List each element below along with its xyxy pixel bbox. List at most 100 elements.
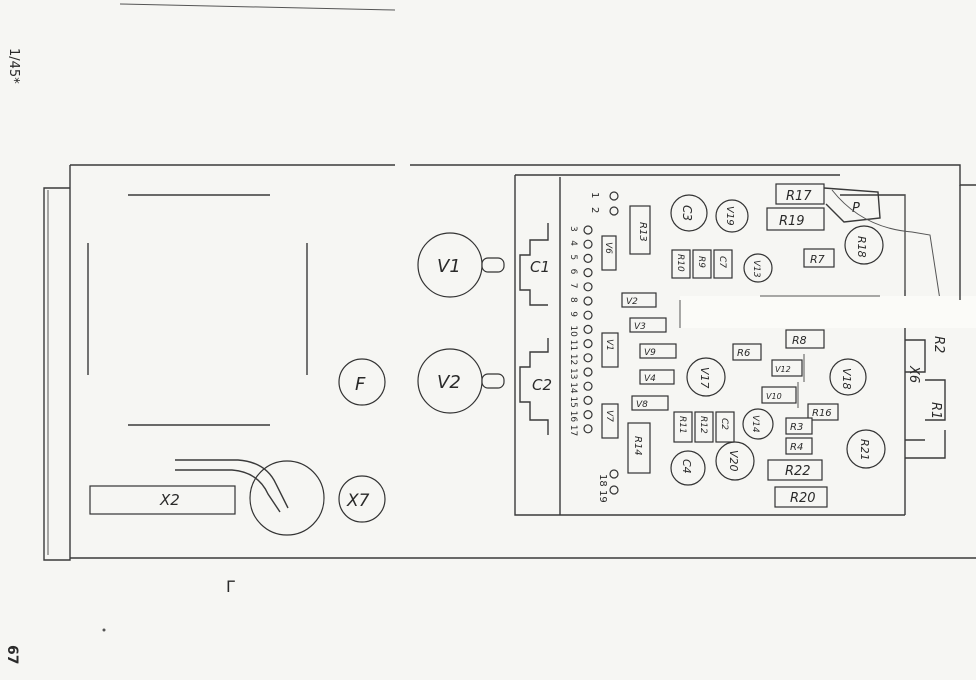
resistor-r8: R8 bbox=[785, 329, 825, 349]
pin-17 bbox=[583, 424, 593, 434]
diode-v12: V12 bbox=[771, 354, 805, 382]
resistor-r17: R17 bbox=[775, 183, 825, 205]
pin-16 bbox=[583, 410, 593, 420]
transistor-v18 bbox=[829, 358, 867, 396]
transistor-v13 bbox=[743, 253, 773, 283]
svg-text:R13: R13 bbox=[637, 222, 648, 242]
diode-v3: V3 bbox=[629, 317, 667, 333]
svg-text:C7: C7 bbox=[717, 256, 727, 268]
pin-8 bbox=[583, 296, 593, 306]
chassis-outline bbox=[43, 164, 976, 561]
pin-label-7: 7 bbox=[568, 283, 578, 289]
pin-label-16: 16 bbox=[568, 411, 578, 423]
svg-text:R18: R18 bbox=[855, 236, 868, 258]
svg-text:R20: R20 bbox=[790, 491, 816, 506]
svg-text:V13: V13 bbox=[751, 260, 761, 278]
svg-text:R6: R6 bbox=[737, 348, 750, 359]
c2-label: C2 bbox=[532, 376, 552, 394]
resistor-r9: R9 bbox=[692, 249, 712, 279]
pin-column-bottom: 18 19 bbox=[597, 469, 619, 503]
svg-text:R16: R16 bbox=[812, 408, 832, 419]
svg-text:C3: C3 bbox=[680, 205, 694, 221]
svg-text:R9: R9 bbox=[696, 256, 706, 268]
scan-dot bbox=[102, 628, 106, 632]
resistor-r14: R14 bbox=[627, 422, 651, 474]
resistor-r3: R3 bbox=[785, 417, 813, 435]
svg-text:C4: C4 bbox=[680, 459, 693, 474]
svg-text:V10: V10 bbox=[766, 392, 782, 401]
transistor-v20 bbox=[715, 441, 755, 481]
capacitor-c4 bbox=[670, 450, 706, 486]
capacitor-c1-bracket bbox=[519, 223, 549, 306]
v1-label: V1 bbox=[437, 256, 461, 277]
svg-text:2: 2 bbox=[589, 207, 600, 213]
page-number: 67 bbox=[4, 645, 20, 664]
fuse-label: F bbox=[355, 374, 366, 395]
svg-text:V4: V4 bbox=[644, 374, 656, 384]
pin-11 bbox=[583, 339, 593, 349]
transistor-v17 bbox=[686, 357, 726, 397]
c1-label: C1 bbox=[530, 258, 550, 276]
resistor-r19: R19 bbox=[766, 207, 825, 231]
capacitor-c7: C7 bbox=[713, 249, 733, 279]
pin-13 bbox=[583, 367, 593, 377]
x2-connector bbox=[89, 485, 236, 515]
resistor-r22: R22 bbox=[767, 459, 823, 481]
svg-text:R19: R19 bbox=[779, 214, 805, 229]
transistor-v14 bbox=[742, 408, 774, 440]
capacitor-c3 bbox=[670, 194, 708, 232]
pin-label-9: 9 bbox=[568, 311, 578, 317]
diode-v10: V10 bbox=[761, 382, 799, 408]
pin-5 bbox=[583, 253, 593, 263]
pin-14 bbox=[583, 381, 593, 391]
resistor-r18 bbox=[844, 225, 884, 265]
pin-9 bbox=[583, 310, 593, 320]
pin-label-14: 14 bbox=[568, 382, 578, 394]
relay-p-outline bbox=[823, 187, 881, 223]
svg-text:R21: R21 bbox=[858, 439, 871, 461]
svg-text:1: 1 bbox=[589, 192, 600, 198]
svg-text:V14: V14 bbox=[750, 415, 760, 433]
transistor-v19 bbox=[715, 199, 749, 233]
pin-label-6: 6 bbox=[568, 269, 578, 275]
pin-column: 1 2 bbox=[589, 191, 619, 216]
r1-label: R1 bbox=[928, 402, 943, 419]
pin-4 bbox=[583, 239, 593, 249]
rotary-knob bbox=[249, 460, 325, 536]
svg-text:V7: V7 bbox=[604, 410, 614, 422]
relay-label: P bbox=[852, 201, 860, 216]
svg-text:R8: R8 bbox=[792, 334, 807, 347]
pin-12 bbox=[583, 353, 593, 363]
svg-text:R14: R14 bbox=[632, 436, 643, 456]
resistor-r6: R6 bbox=[732, 343, 762, 361]
diode-v6: V6 bbox=[601, 235, 617, 271]
resistor-r21 bbox=[846, 429, 886, 469]
pin-label-12: 12 bbox=[568, 354, 578, 365]
svg-text:V2: V2 bbox=[626, 297, 638, 307]
pin-label-8: 8 bbox=[568, 297, 578, 303]
scan-edge-line bbox=[119, 3, 396, 11]
svg-text:19: 19 bbox=[597, 490, 608, 503]
fuse-f bbox=[338, 358, 386, 406]
svg-text:V1: V1 bbox=[604, 339, 614, 351]
diode-v9: V9 bbox=[639, 343, 677, 359]
pin-label-11: 11 bbox=[568, 340, 578, 351]
pin-10 bbox=[583, 324, 593, 334]
pin-label-17: 17 bbox=[568, 425, 578, 436]
pin-6 bbox=[583, 268, 593, 278]
diode-v7: V7 bbox=[601, 403, 619, 439]
svg-text:18: 18 bbox=[597, 474, 608, 487]
diode-v8: V8 bbox=[631, 395, 669, 411]
pin-label-15: 15 bbox=[568, 396, 578, 407]
resistor-r4: R4 bbox=[785, 437, 813, 455]
diode-v1: V1 bbox=[601, 332, 619, 368]
pin-label-13: 13 bbox=[568, 368, 578, 379]
figure-caption: Г bbox=[226, 577, 236, 596]
cable bbox=[175, 459, 289, 509]
display-window bbox=[87, 194, 308, 426]
r2-label: R2 bbox=[931, 336, 946, 353]
pin-label-4: 4 bbox=[568, 240, 578, 246]
